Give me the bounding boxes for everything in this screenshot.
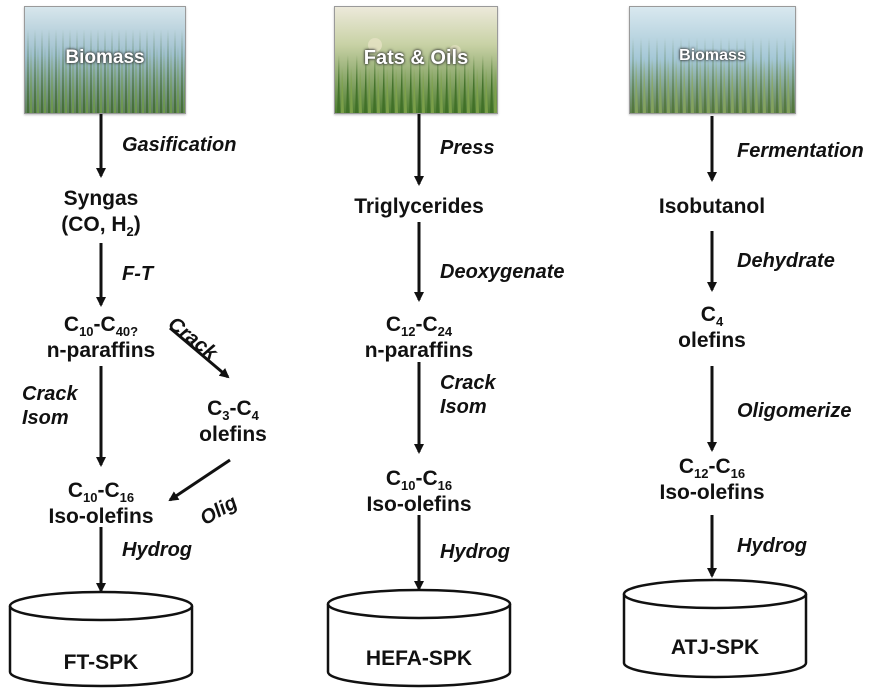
node-isobutanol: Isobutanol [658,195,766,218]
isoolefins-label: Iso-olefins [48,505,154,528]
biomass-image-atj: Biomass [629,6,796,114]
paraffins-formula: C12-C24 [385,313,453,339]
paraffins-formula: C10-C40? [63,313,139,339]
step-dehydrate: Dehydrate [737,250,835,272]
product-tank-hefa [326,588,512,688]
node-olefins-c4: C4 olefins [660,302,764,354]
node-isoolefins-c10-c16: C10-C16 Iso-olefins [352,466,486,518]
product-label: ATJ-SPK [670,636,760,659]
node-paraffins-c12-c24: C12-C24 n-paraffins [349,312,489,364]
node-syngas: Syngas (CO, H2) [40,186,162,238]
grass-photo [630,7,795,113]
isoolefins-formula: C12-C16 [678,455,746,481]
paraffins-label: n-paraffins [46,339,156,362]
node-isoolefins-c10-c16: C10-C16 Iso-olefins [36,478,166,530]
syngas-label: Syngas [63,187,139,210]
source-label: Biomass [679,47,746,64]
product-label: FT-SPK [63,651,139,674]
product-label: HEFA-SPK [365,647,473,670]
olefins-formula: C4 [700,303,724,329]
paraffins-label: n-paraffins [364,339,474,362]
step-gasification: Gasification [122,134,237,156]
node-triglycerides: Triglycerides [354,195,484,218]
step-oligomerize: Oligomerize [737,400,852,422]
isoolefins-formula: C10-C16 [385,467,453,493]
product-tank-ft [8,590,194,688]
olefins-formula: C3-C4 [207,397,259,423]
node-paraffins-c10-c40: C10-C40? n-paraffins [30,312,172,364]
step-hydrog: Hydrog [440,541,510,563]
step-ft: F-T [122,263,154,285]
product-tank-atj [622,578,808,679]
step-hydrog: Hydrog [122,539,192,561]
isoolefins-label: Iso-olefins [659,481,765,504]
step-fermentation: Fermentation [737,140,864,162]
grass-photo [25,7,185,113]
biomass-image-ft: Biomass [24,6,186,114]
fats-oils-image: Fats & Oils [334,6,498,114]
isoolefins-formula: C10-C16 [67,479,135,505]
isoolefins-label: Iso-olefins [366,493,472,516]
step-press: Press [440,137,495,159]
olefins-label: olefins [199,423,267,446]
node-olefins-c3-c4: C3-C4 olefins [188,396,278,448]
step-crack-isom: Crack Isom [440,372,496,418]
olefins-label: olefins [678,329,746,352]
step-deoxygenate: Deoxygenate [440,261,565,283]
node-isoolefins-c12-c16: C12-C16 Iso-olefins [645,454,779,506]
source-label: Biomass [65,47,145,68]
step-hydrog: Hydrog [737,535,807,557]
step-crack-isom: Crack Isom [22,383,78,429]
arrow-crack-olefins [169,326,230,379]
field-photo [335,7,497,113]
source-label: Fats & Oils [363,47,469,69]
arrow-olig [168,458,231,502]
syngas-formula: (CO, H2) [61,213,141,239]
